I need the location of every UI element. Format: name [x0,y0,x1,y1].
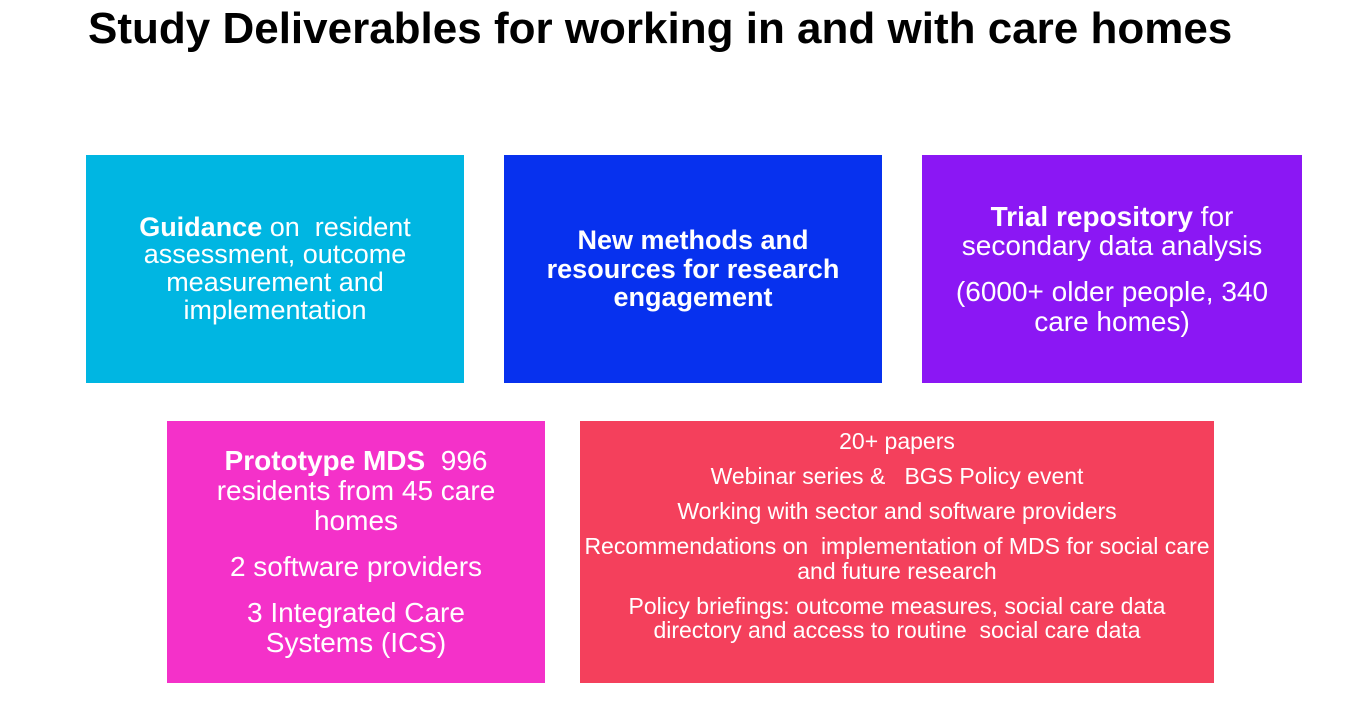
card-guidance-bold-label: Guidance [139,211,263,242]
card-trial-repository: Trial repository for secondary data anal… [922,155,1302,383]
slide-title: Study Deliverables for working in and wi… [88,4,1233,53]
card-outputs-line-policy: Policy briefings: outcome measures, soci… [628,592,1172,643]
card-outputs: 20+ papers Webinar series & BGS Policy e… [580,421,1214,683]
card-outputs-line-recommendations: Recommendations on implementation of MDS… [584,533,1216,584]
card-new-methods-text: New methods and resources for research e… [546,225,847,313]
card-guidance: Guidance on resident assessment, outcome… [86,155,464,383]
card-new-methods: New methods and resources for research e… [504,155,882,383]
card-trial-repository-rest: for secondary data analysis [961,200,1263,262]
card-prototype-mds-line3: 3 Integrated Care Systems (ICS) [247,596,473,658]
card-outputs-line-webinar: Webinar series & BGS Policy event [710,463,1084,490]
card-trial-repository-bold-label: Trial repository [990,200,1193,232]
card-guidance-text: Guidance on resident assessment, outcome… [124,211,426,325]
card-trial-repository-text: Trial repository for secondary data anal… [935,200,1289,262]
card-prototype-mds-bold-label: Prototype MDS [224,445,426,477]
card-outputs-line-working: Working with sector and software provide… [677,498,1117,525]
card-prototype-mds: Prototype MDS 996 residents from 45 care… [167,421,545,683]
card-prototype-mds-line2: 2 software providers [229,551,483,582]
card-trial-repository-subtext: (6000+ older people, 340 care homes) [955,276,1276,337]
card-prototype-mds-text: Prototype MDS 996 residents from 45 care… [200,446,512,536]
card-outputs-line-papers: 20+ papers [839,428,955,454]
card-guidance-rest: on resident assessment, outcome measurem… [143,211,419,325]
card-prototype-mds-rest: 996 residents from 45 care homes [216,445,504,537]
